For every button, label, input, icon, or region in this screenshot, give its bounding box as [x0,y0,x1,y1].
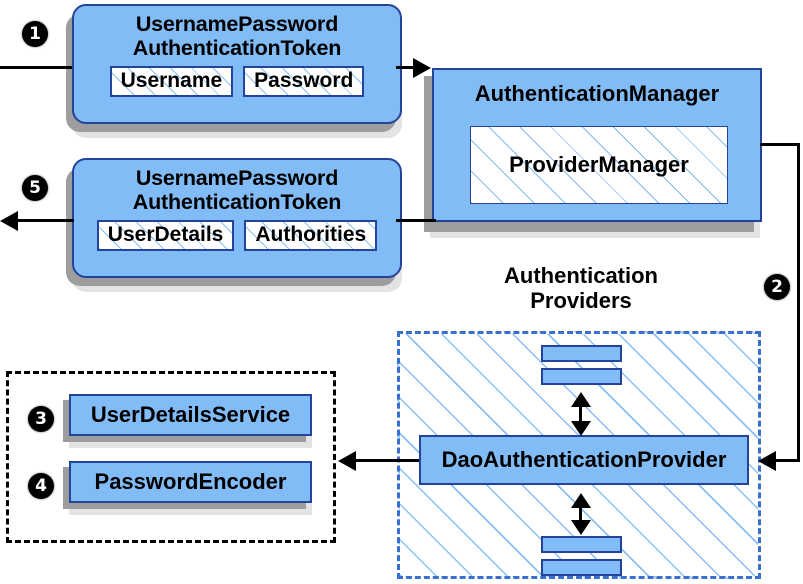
provider-manager-panel[interactable]: ProviderManager [470,126,728,204]
arrow-down-top-connector [571,421,591,436]
arrow-down-bottom-connector [571,520,591,535]
connector-response-out [14,219,74,222]
authentication-manager-box[interactable]: AuthenticationManager ProviderManager [432,68,762,222]
arrow-up-bottom-connector [571,493,591,508]
connector-manager-out [760,143,800,146]
connector-provider-vertical-bottom [579,499,582,525]
password-encoder-label: PasswordEncoder [94,468,287,494]
providers-caption-line2: Providers [530,287,632,313]
connector-manager-down [797,143,800,461]
connector-provider-vertical-top [579,398,582,426]
step-marker-1: 1 [22,21,48,47]
request-token-title-line1: UsernamePassword [135,12,339,36]
arrow-dao-to-beans [338,451,356,471]
providers-caption: Authentication Providers [470,263,692,313]
connector-manager-to-response-token [396,219,436,222]
providers-caption-line1: Authentication [504,263,658,288]
connector-token-to-manager [396,66,426,69]
response-token-title-line1: UsernamePassword [135,166,339,190]
arrow-token-to-manager [413,58,431,78]
provider-placeholder-bar-bottom-1 [541,536,622,553]
connector-dao-to-beans [355,459,419,462]
step-marker-4: 4 [28,473,54,499]
provider-placeholder-bar-top-2 [541,368,622,385]
provider-placeholder-bar-bottom-2 [541,559,622,576]
connector-request-in [0,66,72,69]
step-marker-2: 2 [764,274,790,300]
arrow-to-dao-provider [758,451,776,471]
provider-placeholder-bar-top-1 [541,345,622,362]
field-authorities: Authorities [244,220,378,251]
step-marker-3: 3 [28,406,54,432]
request-token-title: UsernamePassword AuthenticationToken [132,12,342,61]
authentication-manager-title: AuthenticationManager [474,81,720,106]
connector-to-dao-provider [770,459,800,462]
request-token-title-line2: AuthenticationToken [132,36,342,61]
field-userdetails: UserDetails [96,220,235,251]
field-username: Username [109,66,234,97]
arrow-response-out [0,211,18,231]
response-token-title: UsernamePassword AuthenticationToken [132,166,342,215]
response-token-fields: UserDetails Authorities [74,220,400,251]
step-marker-5: 5 [22,175,48,201]
field-password: Password [243,66,365,97]
request-token-fields: Username Password [74,66,400,97]
arrow-up-top-connector [571,392,591,407]
request-token-box[interactable]: UsernamePassword AuthenticationToken Use… [72,4,402,124]
user-details-service-box[interactable]: UserDetailsService [69,394,312,436]
dao-authentication-provider-label: DaoAuthenticationProvider [441,446,727,472]
security-beans-container[interactable] [6,371,336,543]
provider-manager-label: ProviderManager [509,151,689,177]
dao-authentication-provider-box[interactable]: DaoAuthenticationProvider [419,435,749,485]
response-token-box[interactable]: UsernamePassword AuthenticationToken Use… [72,158,402,278]
response-token-title-line2: AuthenticationToken [132,190,342,215]
user-details-service-label: UserDetailsService [90,401,291,427]
password-encoder-box[interactable]: PasswordEncoder [69,461,312,503]
